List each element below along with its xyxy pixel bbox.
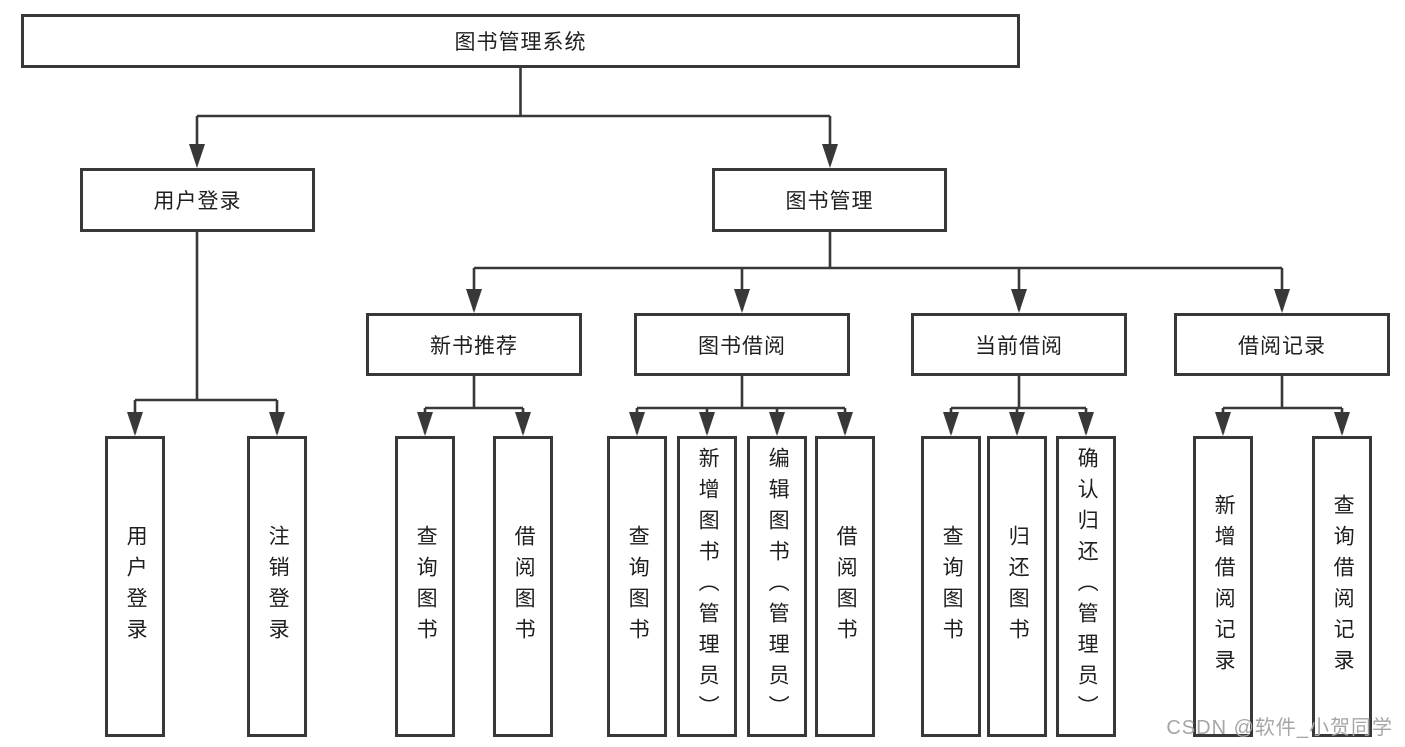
leaf-logout: 注销登录 (247, 436, 307, 737)
branch-lines (133, 68, 1344, 433)
node-label: 用户登录 (153, 190, 242, 213)
leaf-borrow-books-recommend: 借阅图书 (493, 436, 553, 737)
node-label: 图书管理 (785, 190, 874, 213)
leaf-label: 查询借阅记录 (1331, 493, 1355, 680)
node-label: 当前借阅 (975, 334, 1063, 358)
csdn-watermark: CSDN @软件_小贺同学 (1166, 717, 1393, 739)
leaf-label: 查询图书 (414, 524, 438, 649)
leaf-query-borrow-record: 查询借阅记录 (1312, 436, 1372, 737)
node-label: 借阅记录 (1238, 334, 1326, 358)
leaf-label: 查询图书 (626, 524, 650, 649)
node-current-borrowing: 当前借阅 (911, 313, 1127, 376)
node-user-login: 用户登录 (80, 168, 315, 232)
leaf-label: 新增借阅记录 (1212, 493, 1236, 680)
leaf-query-books-current: 查询图书 (921, 436, 981, 737)
leaf-label: 注销登录 (266, 524, 290, 649)
leaf-query-books-borrowing: 查询图书 (607, 436, 667, 737)
leaf-label: 借阅图书 (512, 524, 536, 649)
leaf-add-book-admin: 新增图书（管理员） (677, 436, 737, 737)
node-label: 图书管理系统 (454, 31, 587, 54)
node-label: 图书借阅 (698, 334, 786, 358)
leaf-label: 查询图书 (940, 524, 964, 649)
node-book-management: 图书管理 (712, 168, 947, 232)
leaf-add-borrow-record: 新增借阅记录 (1193, 436, 1253, 737)
leaf-return-book: 归还图书 (987, 436, 1047, 737)
node-label: 新书推荐 (430, 334, 518, 358)
leaf-label: 归还图书 (1006, 524, 1030, 649)
leaf-label: 确认归还（管理员） (1075, 447, 1099, 726)
leaf-borrow-books-borrowing: 借阅图书 (815, 436, 875, 737)
node-book-borrowing: 图书借阅 (634, 313, 850, 376)
leaf-label: 新增图书（管理员） (696, 447, 720, 726)
node-new-book-recommend: 新书推荐 (366, 313, 582, 376)
leaf-label: 用户登录 (124, 524, 148, 649)
leaf-confirm-return-admin: 确认归还（管理员） (1056, 436, 1116, 737)
leaf-edit-book-admin: 编辑图书（管理员） (747, 436, 807, 737)
leaf-label: 编辑图书（管理员） (766, 447, 790, 726)
leaf-label: 借阅图书 (834, 524, 858, 649)
leaf-query-books-recommend: 查询图书 (395, 436, 455, 737)
node-library-system: 图书管理系统 (21, 14, 1020, 68)
arrowheads (127, 144, 1350, 436)
leaf-user-login: 用户登录 (105, 436, 165, 737)
node-borrowing-records: 借阅记录 (1174, 313, 1390, 376)
